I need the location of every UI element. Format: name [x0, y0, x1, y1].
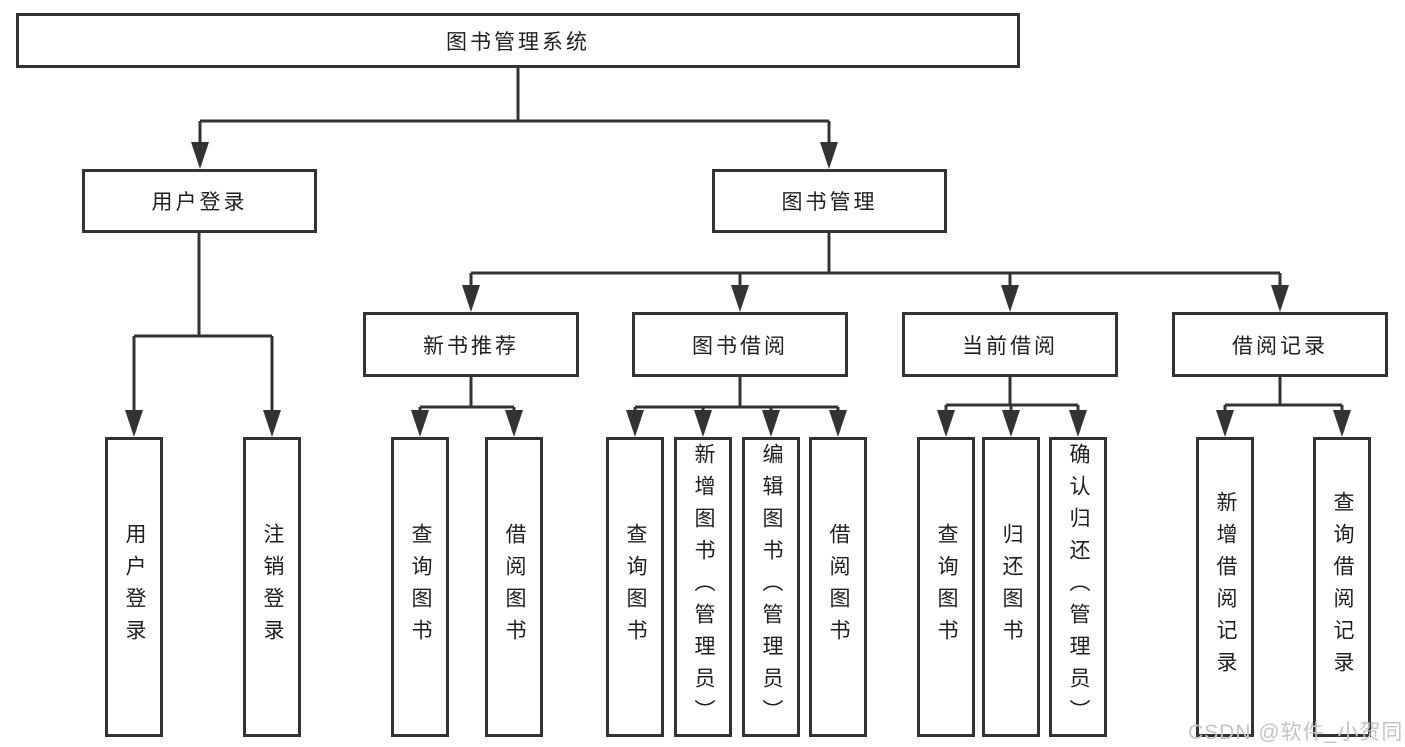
leaf-return-books: 归还图书 [982, 437, 1040, 737]
leaf-label: 用户登录 [123, 523, 146, 651]
node-label: 图书管理 [781, 191, 878, 214]
leaf-label: 编辑图书（管理员） [760, 443, 783, 731]
node-book-management: 图书管理 [712, 169, 947, 233]
leaf-user-login: 用户登录 [105, 437, 163, 737]
arrowheads [125, 142, 1351, 437]
csdn-watermark: CSDN @软件_小贺同学 [1188, 721, 1405, 744]
leaf-label: 确认归还（管理员） [1067, 443, 1090, 731]
node-label: 借阅记录 [1232, 334, 1328, 358]
leaf-logout: 注销登录 [243, 437, 301, 737]
leaf-label: 注销登录 [261, 523, 284, 651]
leaf-confirm-return-admin: 确认归还（管理员） [1049, 437, 1107, 737]
leaf-add-books-admin: 新增图书（管理员） [674, 437, 732, 737]
leaf-query-books-current: 查询图书 [917, 437, 975, 737]
leaf-label: 查询图书 [409, 523, 432, 651]
leaf-query-books-borrow: 查询图书 [606, 437, 664, 737]
leaf-query-borrow-record: 查询借阅记录 [1313, 437, 1371, 737]
node-book-borrowing: 图书借阅 [632, 312, 848, 377]
leaf-label: 借阅图书 [827, 523, 850, 651]
node-new-book-recommendation: 新书推荐 [363, 312, 579, 377]
leaf-borrow-books: 借阅图书 [809, 437, 867, 737]
leaf-label: 新增借阅记录 [1214, 491, 1237, 683]
node-label: 当前借阅 [962, 334, 1058, 358]
leaf-label: 查询借阅记录 [1331, 491, 1354, 683]
node-user-login: 用户登录 [82, 169, 317, 233]
leaf-label: 查询图书 [624, 523, 647, 651]
node-library-management-system: 图书管理系统 [16, 13, 1020, 68]
node-borrowing-records: 借阅记录 [1172, 312, 1388, 377]
node-current-borrowing: 当前借阅 [902, 312, 1118, 377]
leaf-edit-books-admin: 编辑图书（管理员） [742, 437, 800, 737]
leaf-query-books-recommend: 查询图书 [391, 437, 449, 737]
node-label: 图书管理系统 [446, 30, 590, 54]
leaf-borrow-books-recommend: 借阅图书 [485, 437, 543, 737]
leaf-label: 查询图书 [935, 523, 958, 651]
leaf-label: 新增图书（管理员） [692, 443, 715, 731]
leaf-label: 借阅图书 [503, 523, 526, 651]
node-label: 图书借阅 [692, 334, 788, 358]
node-label: 新书推荐 [423, 334, 519, 358]
node-label: 用户登录 [151, 191, 248, 214]
leaf-add-borrow-record: 新增借阅记录 [1196, 437, 1254, 737]
leaf-label: 归还图书 [1000, 523, 1023, 651]
